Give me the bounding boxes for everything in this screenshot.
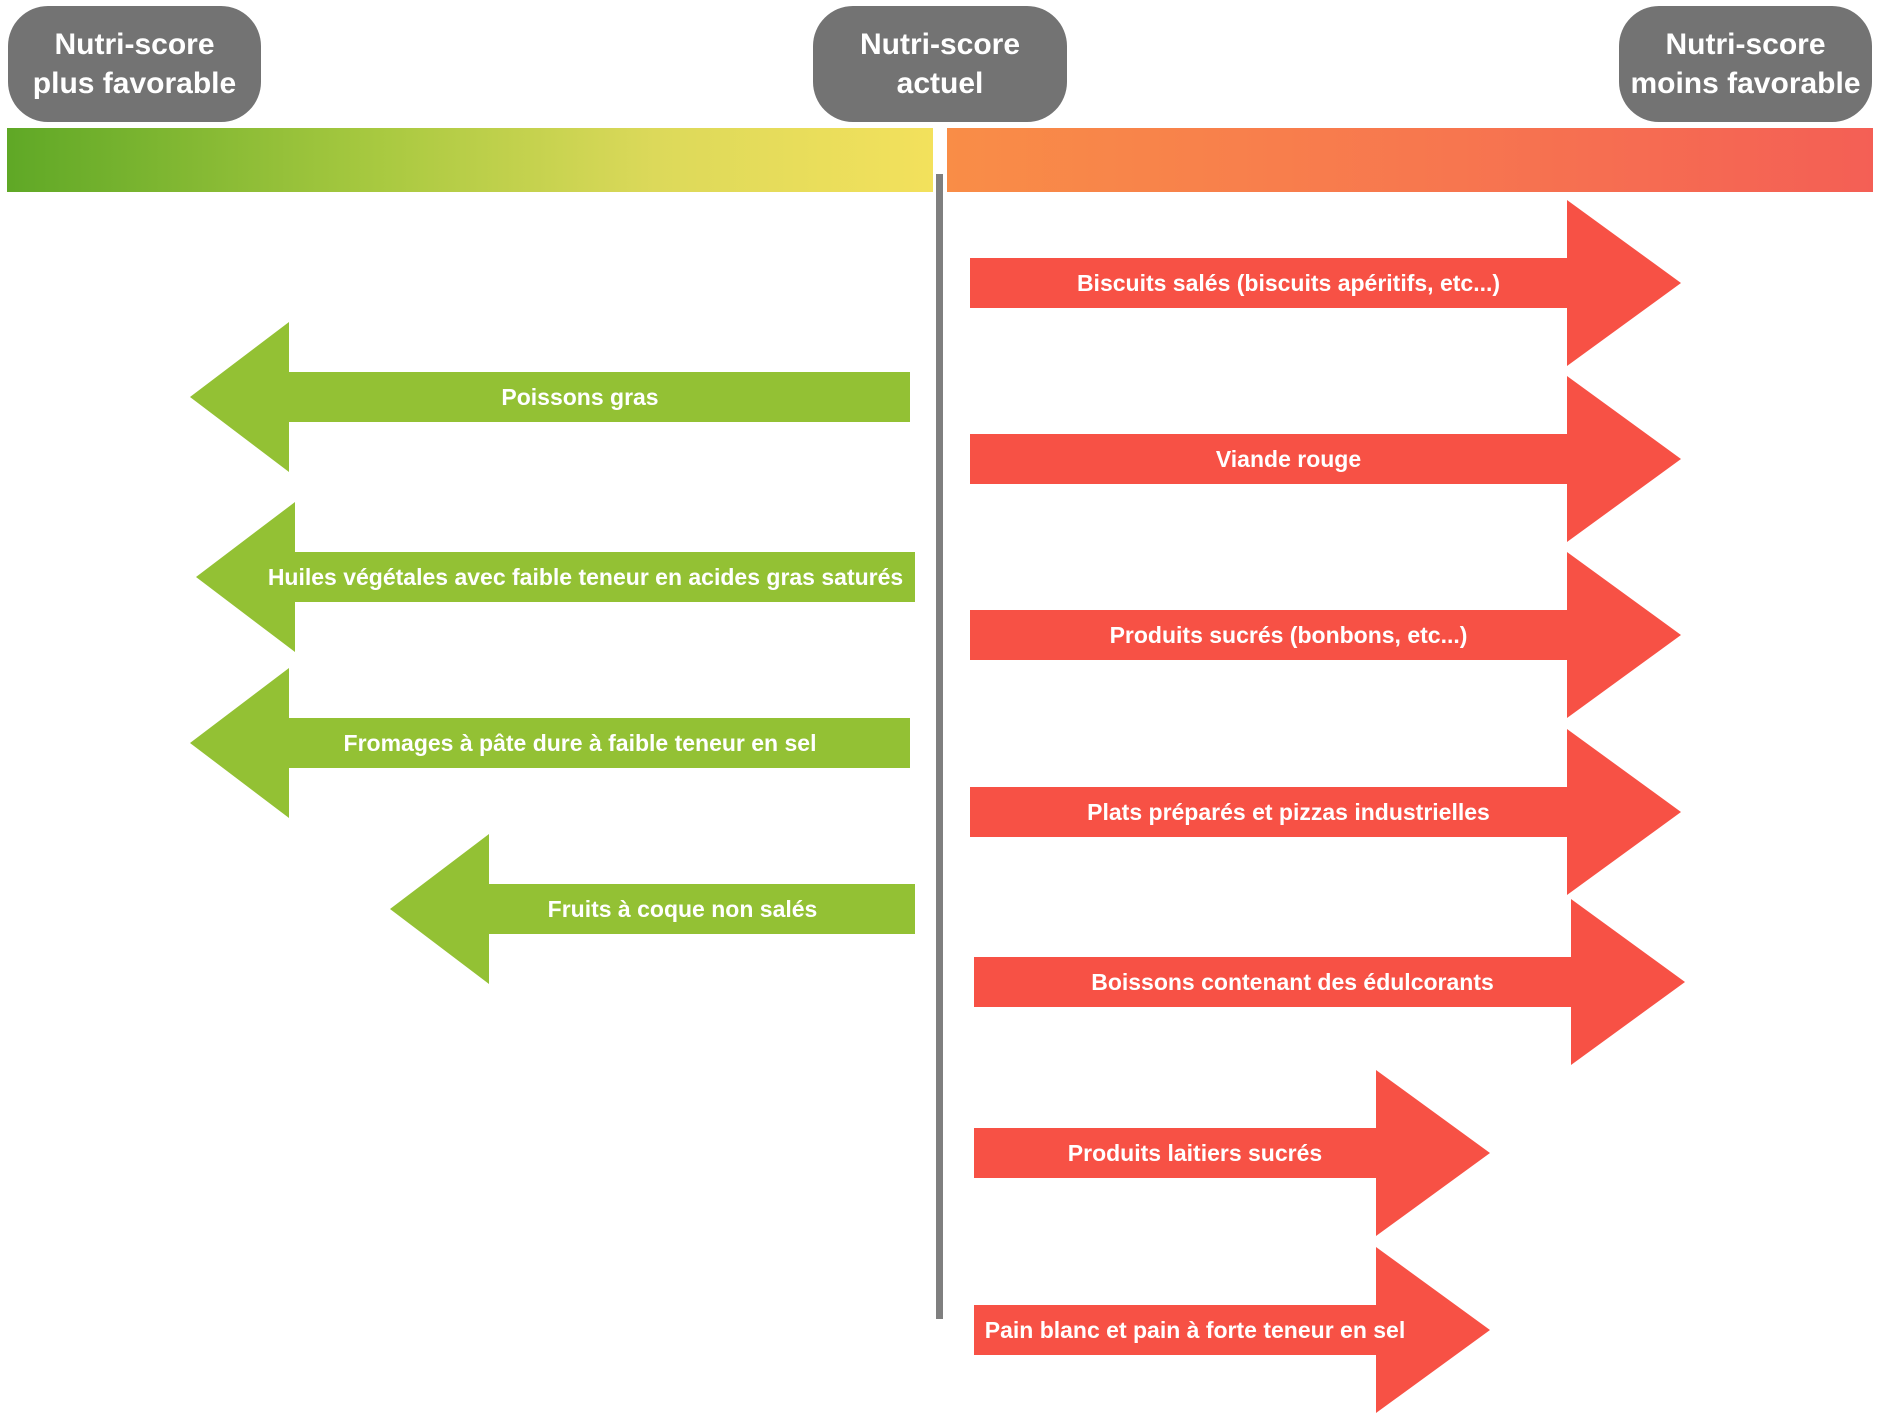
unfavorable-arrow-shape xyxy=(970,376,1681,542)
favorable-arrow-label: Huiles végétales avec faible teneur en a… xyxy=(268,564,903,590)
favorable-arrow-label: Poissons gras xyxy=(501,384,658,410)
favorable-arrow-3: Fromages à pâte dure à faible teneur en … xyxy=(190,668,910,818)
header-current: Nutri-score actuel xyxy=(813,6,1067,122)
favorable-arrow-4: Fruits à coque non salés xyxy=(390,834,915,984)
favorable-gradient-bar xyxy=(7,128,933,192)
header-unfavorable: Nutri-score moins favorable xyxy=(1619,6,1872,122)
header-favorable-line2: plus favorable xyxy=(32,67,237,100)
unfavorable-arrow-4: Plats préparés et pizzas industrielles xyxy=(970,729,1681,895)
unfavorable-arrow-shape xyxy=(974,899,1685,1065)
header-favorable: Nutri-score plus favorable xyxy=(8,6,261,122)
favorable-arrow-1: Poissons gras xyxy=(190,322,910,472)
unfavorable-arrow-1: Biscuits salés (biscuits apéritifs, etc.… xyxy=(970,200,1681,366)
favorable-arrow-shape xyxy=(196,502,915,652)
unfavorable-arrow-label: Produits sucrés (bonbons, etc...) xyxy=(1110,622,1468,648)
header-unfavorable-line1: Nutri-score xyxy=(1665,28,1826,61)
unfavorable-arrow-label: Boissons contenant des édulcorants xyxy=(1091,969,1494,995)
current-score-divider xyxy=(936,174,943,1319)
favorable-arrow-2: Huiles végétales avec faible teneur en a… xyxy=(196,502,915,652)
unfavorable-arrow-label: Plats préparés et pizzas industrielles xyxy=(1087,799,1490,825)
header-current-line1: Nutri-score xyxy=(859,28,1021,61)
unfavorable-arrow-6: Produits laitiers sucrés xyxy=(974,1070,1490,1236)
unfavorable-arrow-label: Biscuits salés (biscuits apéritifs, etc.… xyxy=(1077,270,1500,296)
header-favorable-line1: Nutri-score xyxy=(54,28,215,61)
unfavorable-arrow-label: Produits laitiers sucrés xyxy=(1068,1140,1322,1166)
unfavorable-arrow-shape xyxy=(970,729,1681,895)
favorable-arrow-label: Fromages à pâte dure à faible teneur en … xyxy=(344,730,817,756)
header-current-line2: actuel xyxy=(896,67,984,100)
unfavorable-arrow-3: Produits sucrés (bonbons, etc...) xyxy=(970,552,1681,718)
unfavorable-arrow-shape xyxy=(974,1070,1490,1236)
unfavorable-arrow-label: Viande rouge xyxy=(1216,446,1361,472)
unfavorable-arrow-label: Pain blanc et pain à forte teneur en sel xyxy=(985,1317,1406,1343)
favorable-arrow-shape xyxy=(390,834,915,984)
unfavorable-arrow-7: Pain blanc et pain à forte teneur en sel xyxy=(974,1247,1490,1413)
unfavorable-arrow-shape xyxy=(970,552,1681,718)
unfavorable-arrow-shape xyxy=(974,1247,1490,1413)
favorable-arrow-shape xyxy=(190,668,910,818)
favorable-arrow-shape xyxy=(190,322,910,472)
unfavorable-arrow-5: Boissons contenant des édulcorants xyxy=(974,899,1685,1065)
unfavorable-arrow-shape xyxy=(970,200,1681,366)
unfavorable-arrow-2: Viande rouge xyxy=(970,376,1681,542)
favorable-arrow-label: Fruits à coque non salés xyxy=(548,896,818,922)
unfavorable-gradient-bar xyxy=(947,128,1873,192)
header-unfavorable-line2: moins favorable xyxy=(1630,67,1861,100)
